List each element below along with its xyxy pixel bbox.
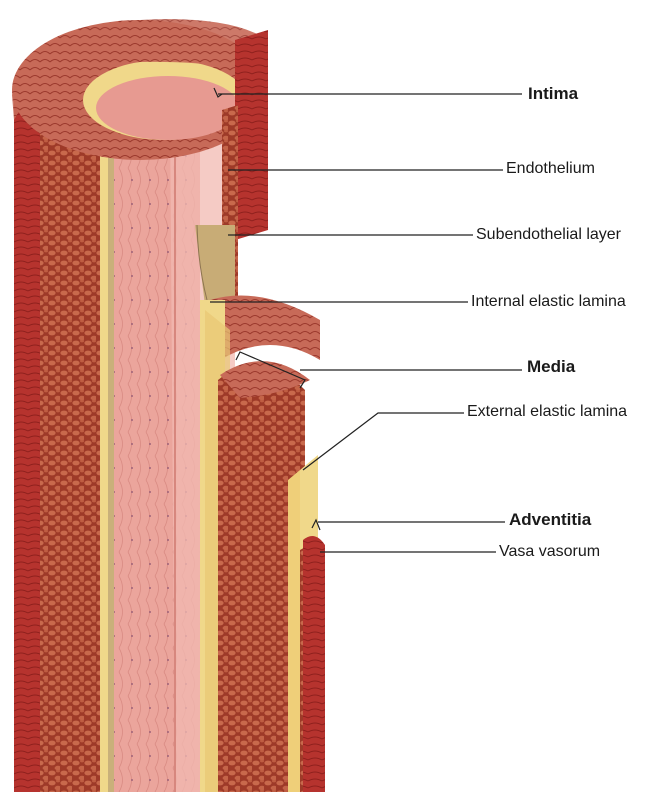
label-subendothelial-layer: Subendothelial layer xyxy=(476,226,621,244)
label-endothelium: Endothelium xyxy=(506,160,595,178)
label-media: Media xyxy=(527,358,575,376)
label-adventitia: Adventitia xyxy=(509,511,591,529)
elastic-lamina-left xyxy=(100,120,108,792)
top-ring-lumen xyxy=(96,76,240,140)
label-intima: Intima xyxy=(528,85,578,103)
external-elastic-lamina xyxy=(300,455,318,550)
adventitia-lower xyxy=(303,536,325,792)
adventitia-wall-left xyxy=(14,95,40,792)
top-right-block xyxy=(235,30,268,240)
label-external-elastic-lamina: External elastic lamina xyxy=(467,403,627,421)
label-internal-elastic-lamina: Internal elastic lamina xyxy=(471,293,626,311)
label-vasa-vasorum: Vasa vasorum xyxy=(499,543,600,561)
media-wall-left xyxy=(40,130,100,792)
